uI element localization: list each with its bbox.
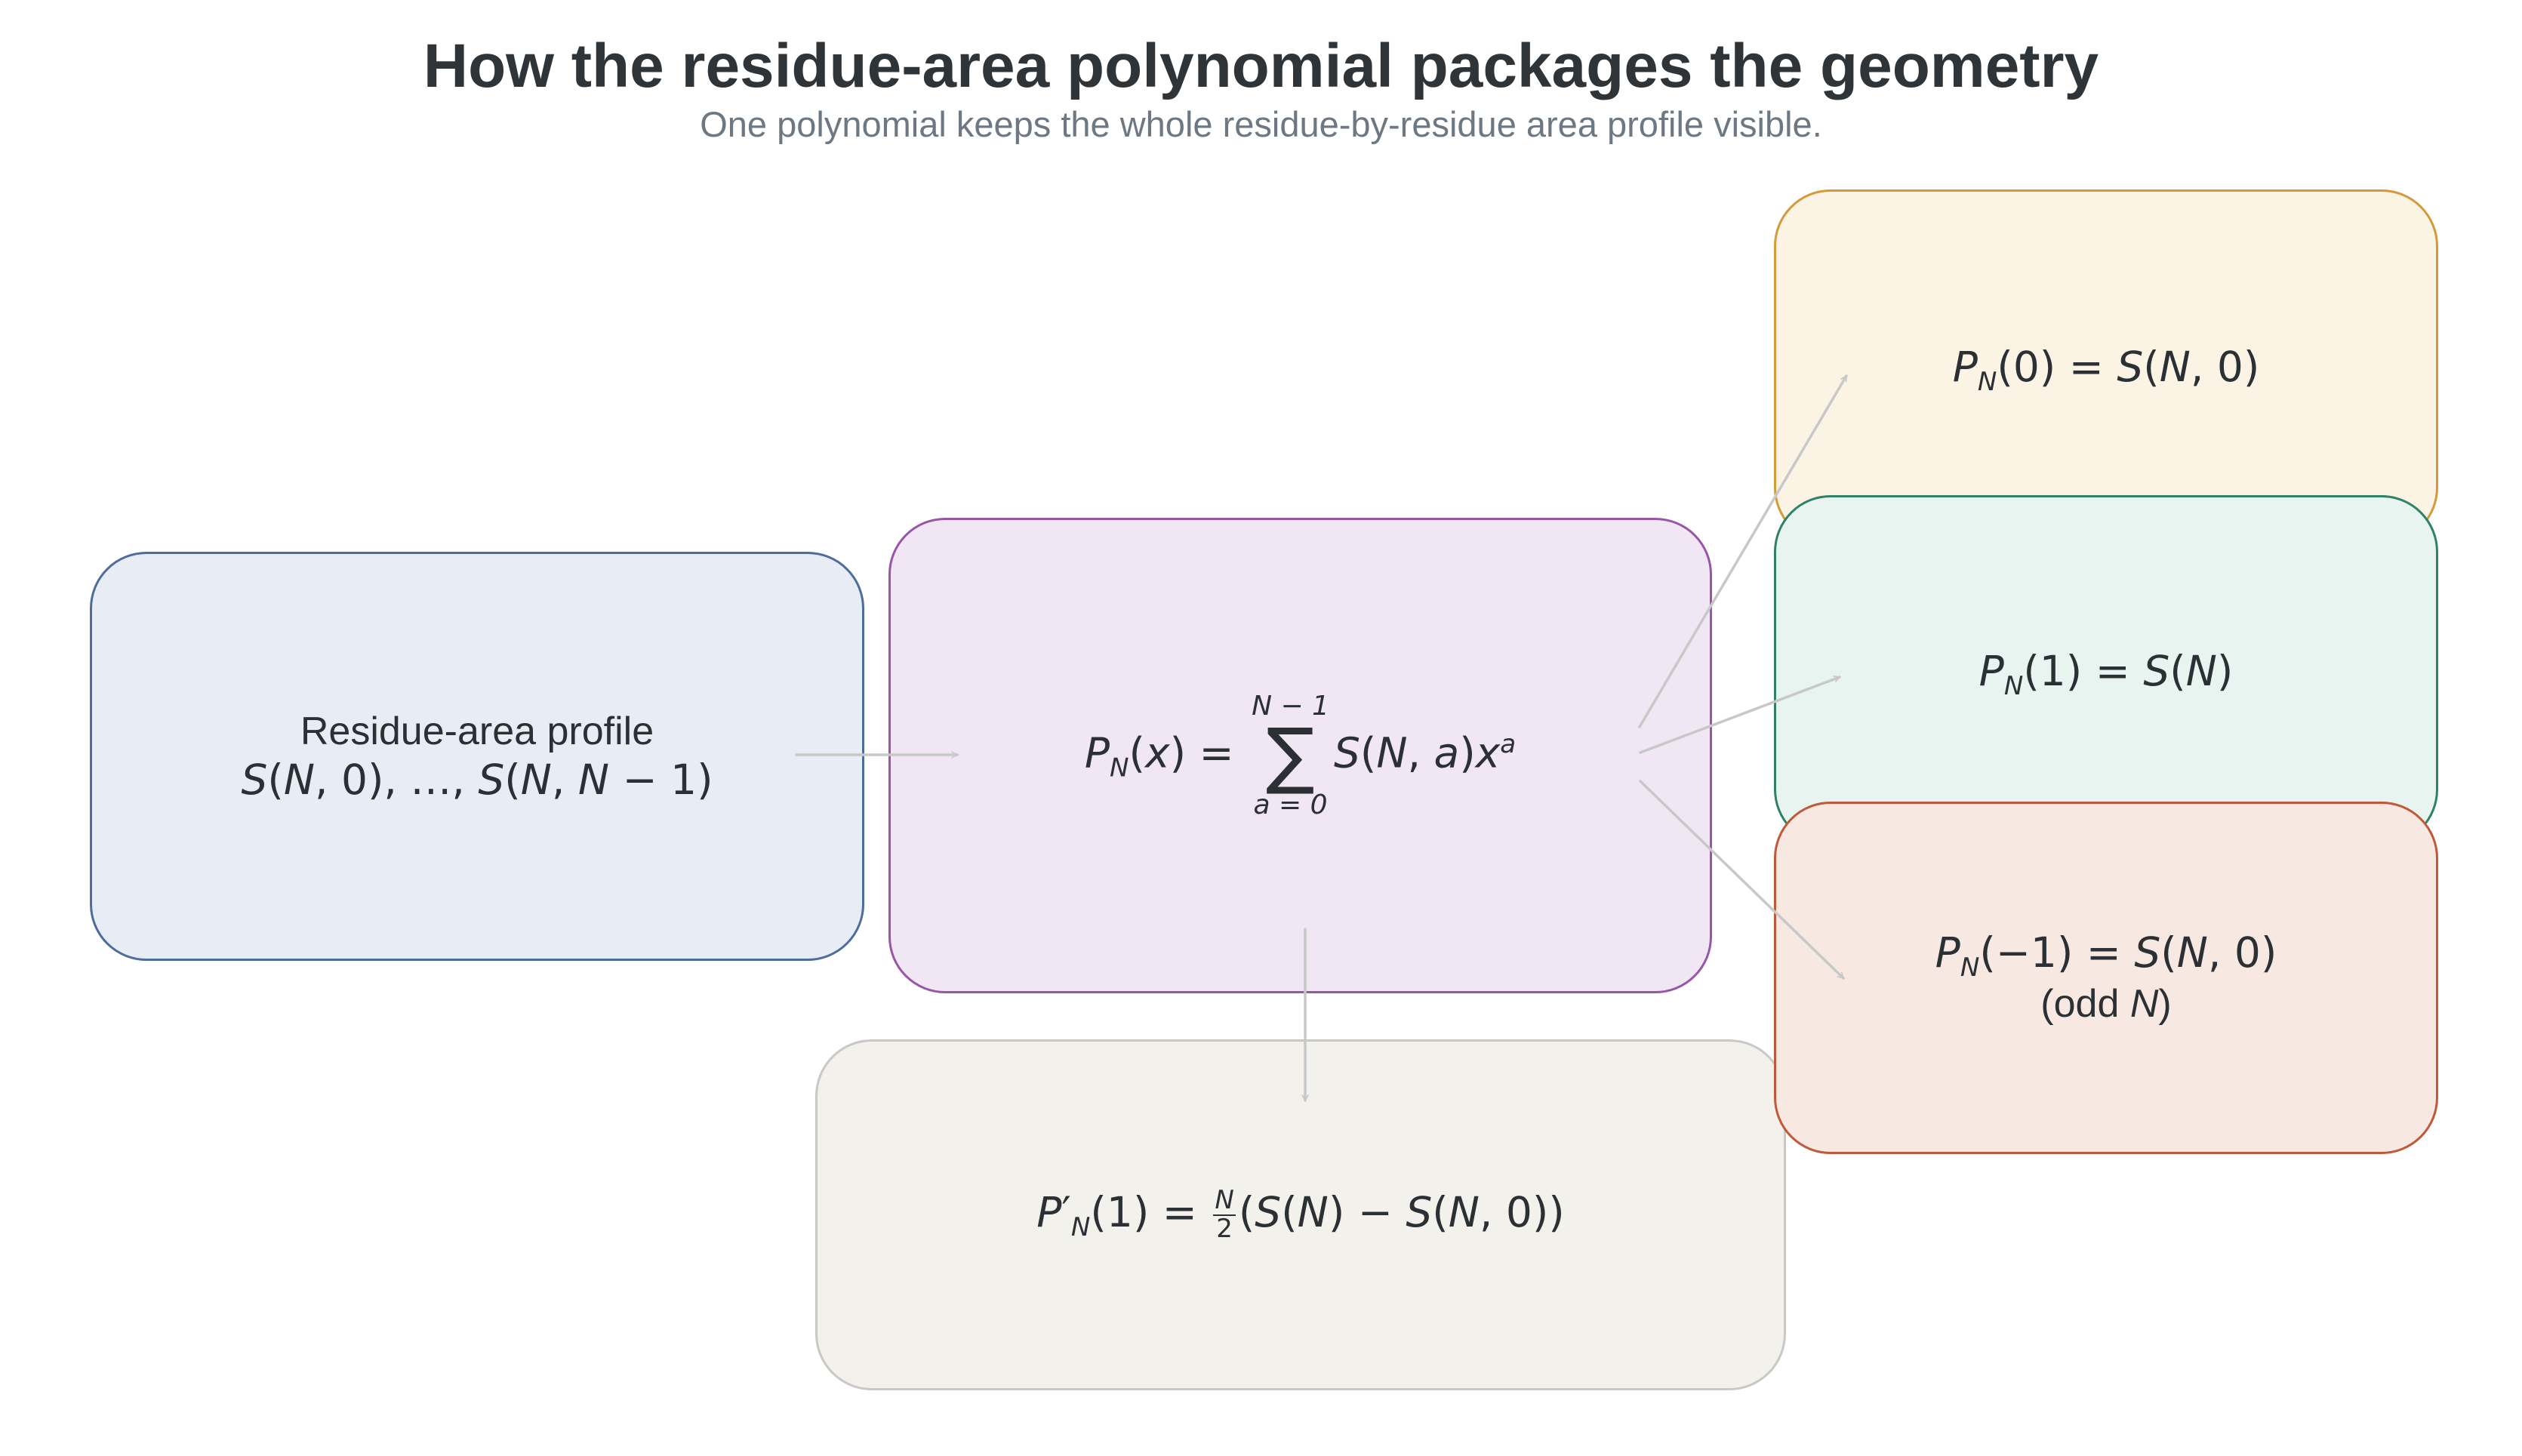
- summation-symbol: N − 1 ∑ a = 0: [1252, 690, 1329, 820]
- node-residue-area-profile: Residue-area profile S(N, 0), …, S(N, N …: [90, 552, 864, 961]
- profile-formula: S(N, 0), …, S(N, N − 1): [241, 756, 713, 805]
- odd-n-note: (odd N): [2040, 982, 2172, 1027]
- at-one-formula: PN(1) = S(N): [1978, 646, 2234, 701]
- node-evaluation-at-one: PN(1) = S(N): [1774, 495, 2438, 846]
- node-evaluation-at-minus-one: PN(−1) = S(N, 0) (odd N): [1774, 802, 2438, 1154]
- at-minus-one-formula: PN(−1) = S(N, 0): [1935, 928, 2277, 983]
- at-zero-formula: PN(0) = S(N, 0): [1952, 343, 2260, 397]
- sum-lower-limit: a = 0: [1253, 789, 1328, 820]
- node-polynomial-definition: PN(x) = N − 1 ∑ a = 0 S(N, a)xa: [888, 518, 1712, 993]
- sum-upper-limit: N − 1: [1252, 690, 1329, 722]
- diagram-subtitle: One polynomial keeps the whole residue-b…: [700, 104, 1822, 144]
- node-evaluation-at-zero: PN(0) = S(N, 0): [1774, 189, 2438, 544]
- diagram-title: How the residue-area polynomial packages…: [423, 32, 2099, 100]
- profile-label: Residue-area profile: [300, 709, 654, 753]
- polynomial-formula: PN(x) = N − 1 ∑ a = 0 S(N, a)xa: [1084, 690, 1517, 820]
